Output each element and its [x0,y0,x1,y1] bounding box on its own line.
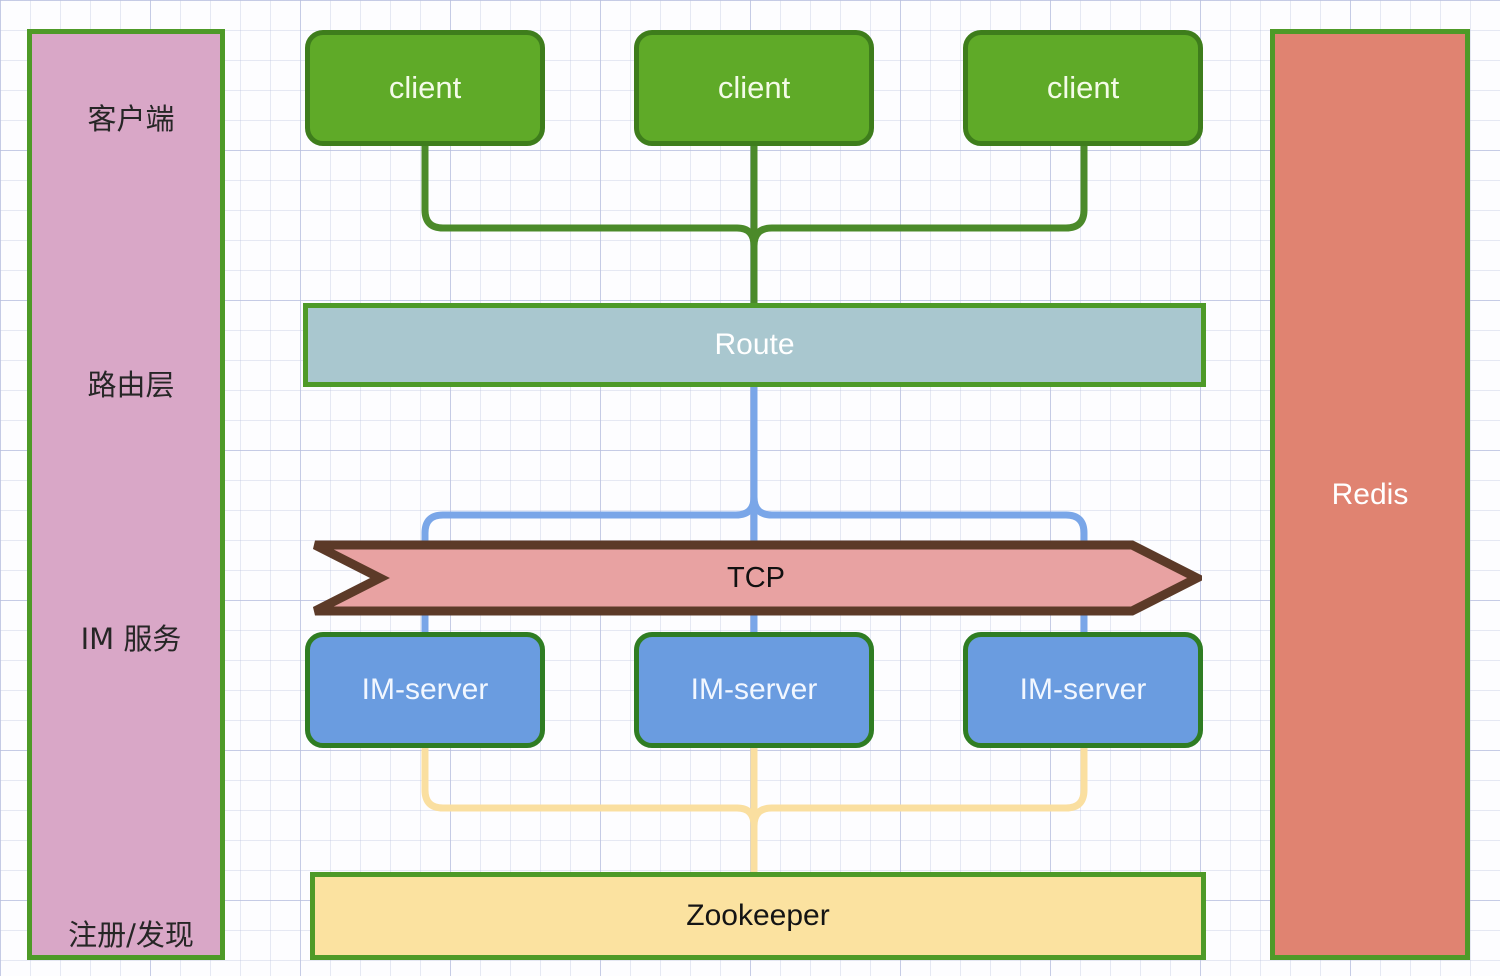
im-server-node-3[interactable]: IM-server [963,632,1203,748]
im-server-node-2[interactable]: IM-server [634,632,874,748]
im-server-node-1[interactable]: IM-server [305,632,545,748]
layer-label-client: 客户端 [87,102,175,136]
tcp-label: TCP [727,561,785,594]
client-node-2[interactable]: client [634,30,874,146]
client-node-3[interactable]: client [963,30,1203,146]
layer-label-im-service: IM 服务 [80,622,182,656]
zookeeper-node[interactable]: Zookeeper [310,872,1206,960]
tcp-arrow-node[interactable]: TCP [310,540,1207,616]
layer-label-route: 路由层 [87,368,175,402]
route-node[interactable]: Route [303,303,1206,387]
connector-imservers-to-zookeeper [421,748,1088,872]
layer-legend-band: 客户端 路由层 IM 服务 注册/发现 [27,29,225,960]
layer-label-register-discovery: 注册/发现 [68,918,194,952]
client-node-1[interactable]: client [305,30,545,146]
connector-clients-to-route [421,146,1088,303]
redis-node[interactable]: Redis [1270,29,1470,960]
